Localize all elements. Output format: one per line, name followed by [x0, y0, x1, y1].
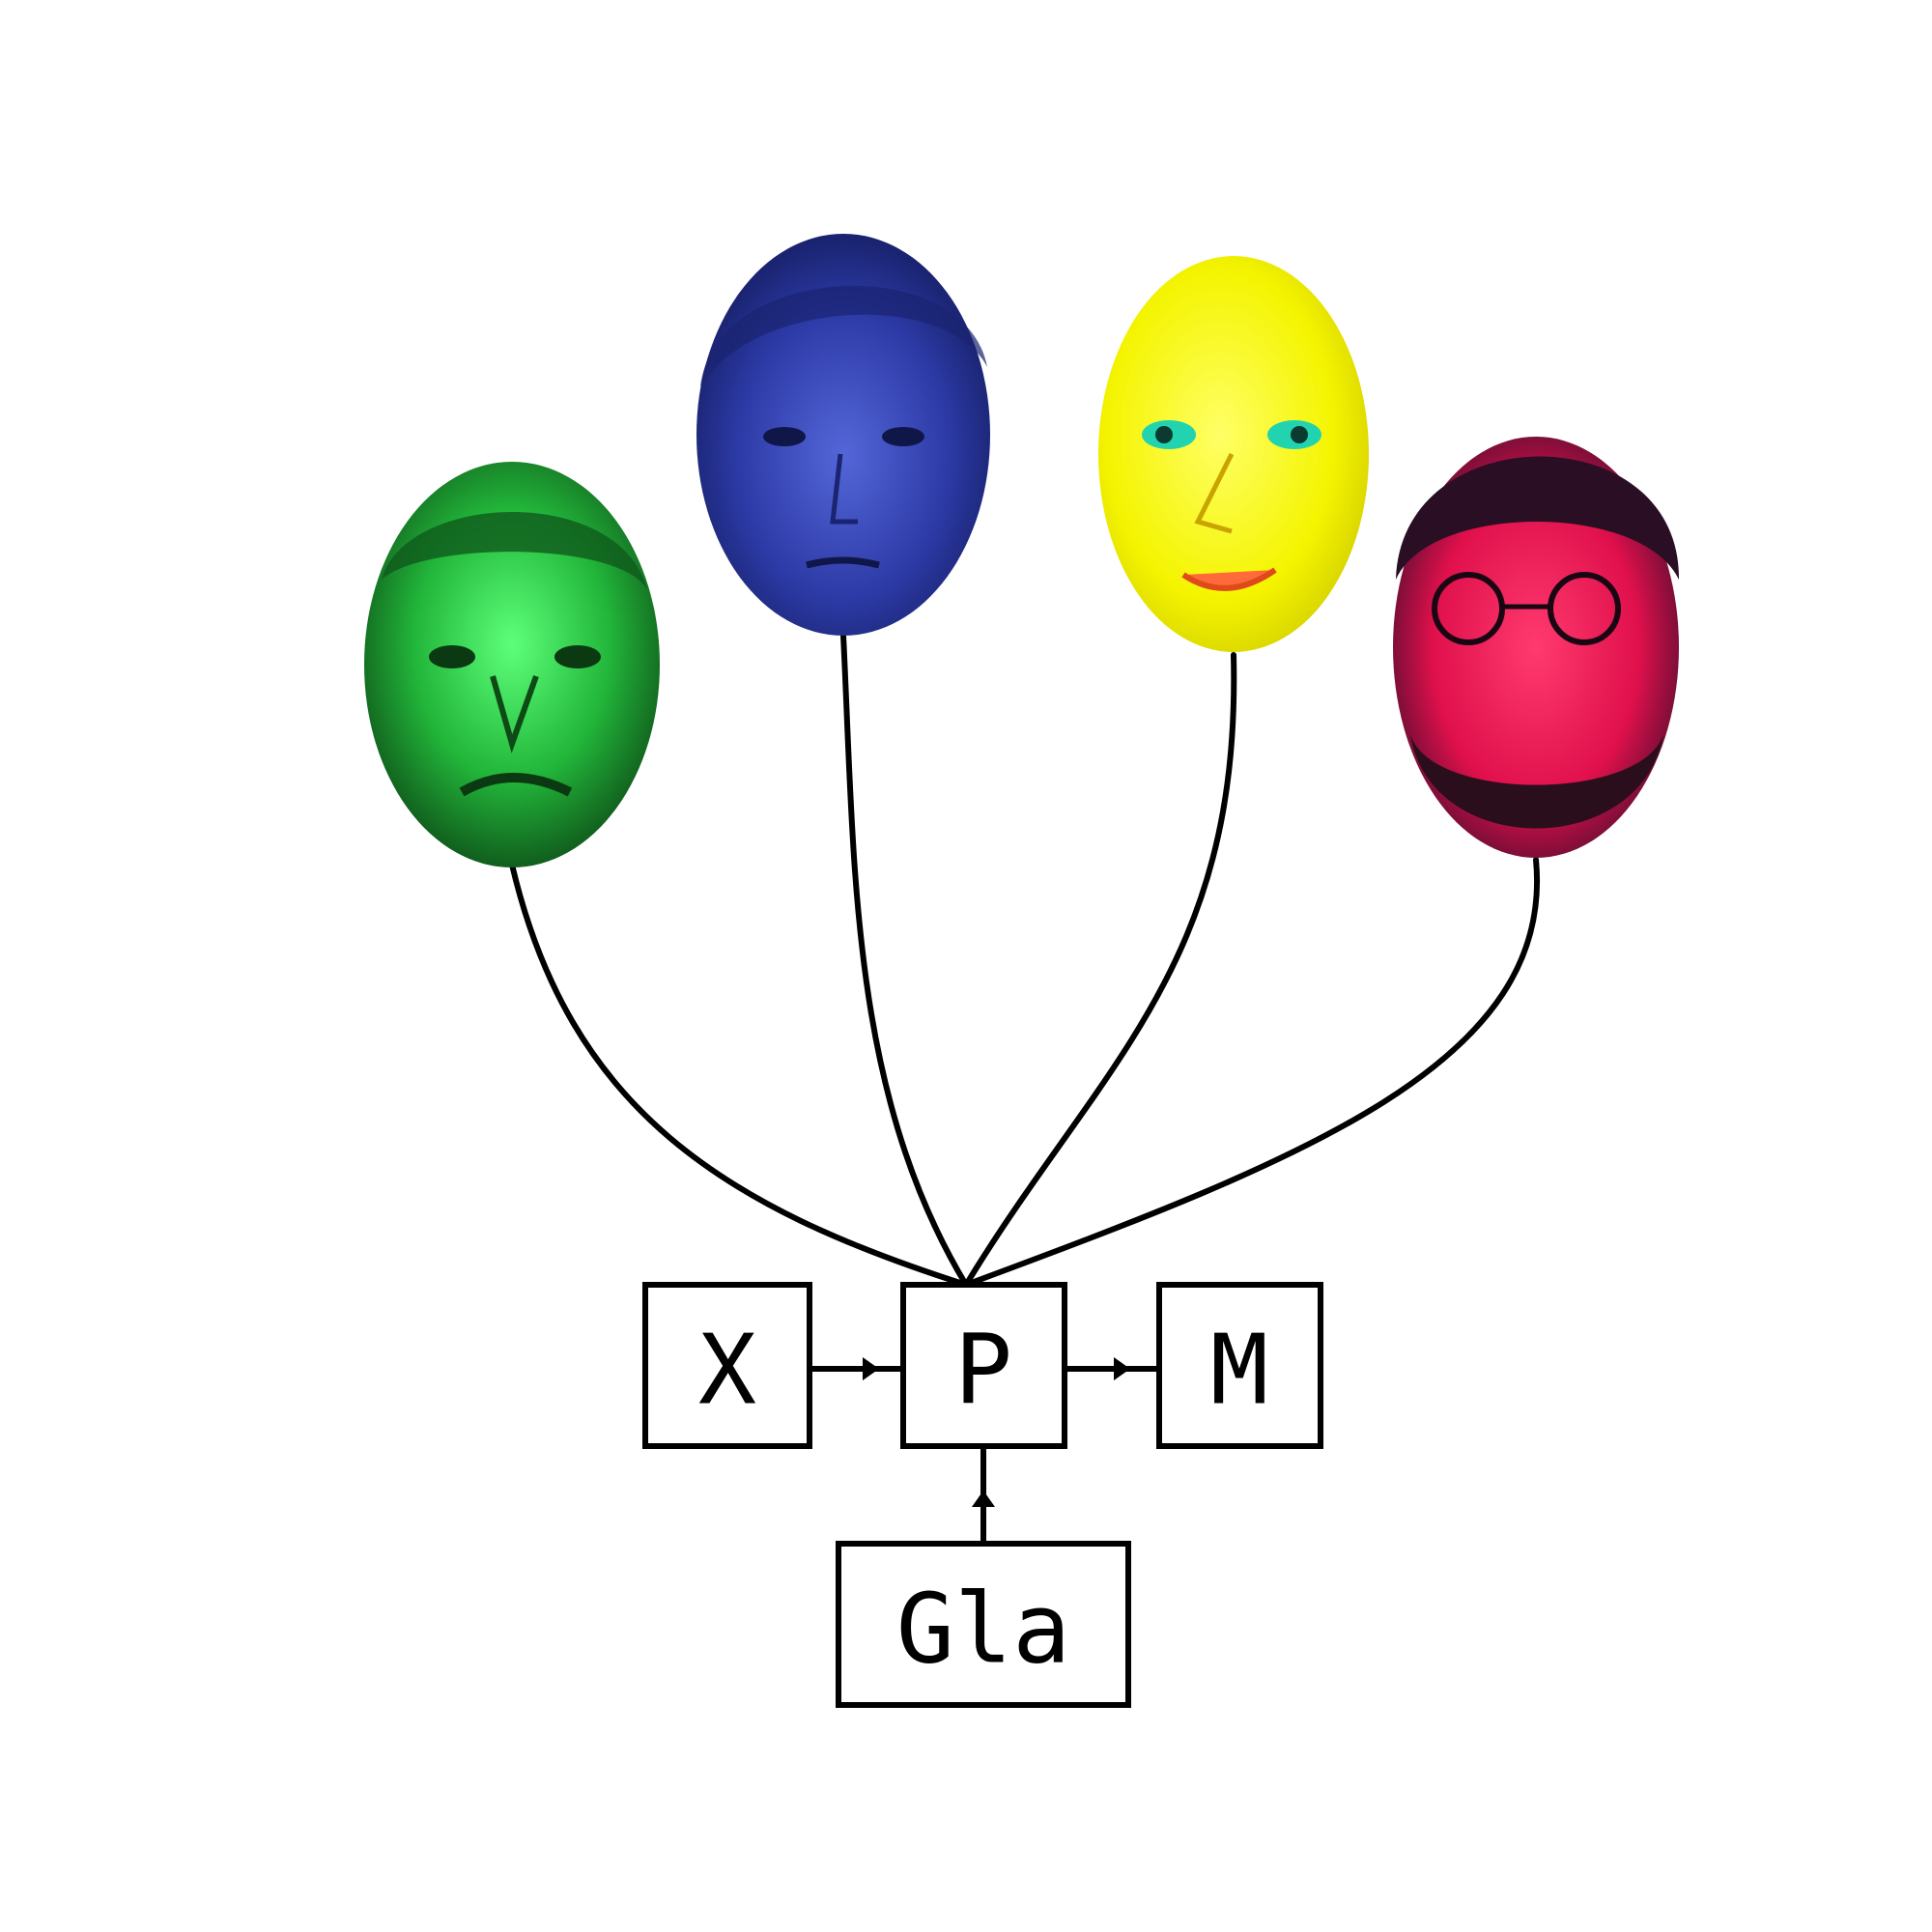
- node-gla: Gla: [836, 1541, 1131, 1708]
- node-m: M: [1156, 1282, 1323, 1449]
- node-p-label: P: [954, 1314, 1012, 1427]
- connector-green-face: [509, 862, 969, 1288]
- node-m-label: M: [1210, 1314, 1268, 1427]
- connector-red-face: [963, 857, 1541, 1288]
- node-x-label: X: [698, 1314, 756, 1427]
- face-green: [364, 462, 660, 867]
- connector-yellow-face: [963, 652, 1237, 1288]
- face-yellow: [1098, 256, 1369, 652]
- node-x: X: [642, 1282, 812, 1449]
- connector-blue-face: [840, 633, 969, 1288]
- face-blue: [696, 234, 990, 636]
- arrow-gla-to-p: [972, 1491, 995, 1507]
- arrow-p-to-m: [1114, 1357, 1130, 1380]
- node-gla-label: Gla: [896, 1573, 1071, 1686]
- node-p: P: [900, 1282, 1067, 1449]
- face-red: [1393, 437, 1680, 858]
- arrow-x-to-p: [863, 1357, 879, 1380]
